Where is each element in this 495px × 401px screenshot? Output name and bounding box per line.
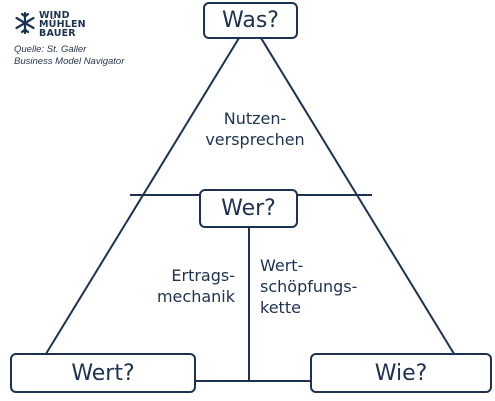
logo-line-2: MÜHLEN: [39, 19, 86, 30]
logo-line-3: BAUER: [39, 28, 76, 39]
region-label-revenue-mechanics: Ertrags- mechanik: [156, 266, 235, 306]
source-line-1: Quelle: St. Galler: [14, 44, 87, 55]
triangle-right-edge: [249, 19, 471, 381]
snowflake-windmill-icon: [15, 11, 35, 35]
source-citation: Quelle: St. Galler Business Model Naviga…: [14, 44, 124, 68]
logo-line-1: WIND: [39, 10, 70, 21]
company-logo: WIND MÜHLEN BAUER: [14, 10, 86, 41]
region-label-value-chain: Wert- schöpfungs- kette: [260, 256, 358, 317]
region-label-value-proposition: Nutzen- versprechen: [205, 109, 305, 149]
node-wie: Wie?: [310, 353, 492, 393]
node-was: Was?: [203, 2, 298, 39]
logo-wordmark: WIND MÜHLEN BAUER: [39, 10, 86, 39]
node-wert: Wert?: [10, 353, 196, 393]
triangle-left-edge: [29, 19, 251, 381]
source-line-2: Business Model Navigator: [14, 56, 125, 67]
node-wer: Wer?: [199, 189, 298, 228]
